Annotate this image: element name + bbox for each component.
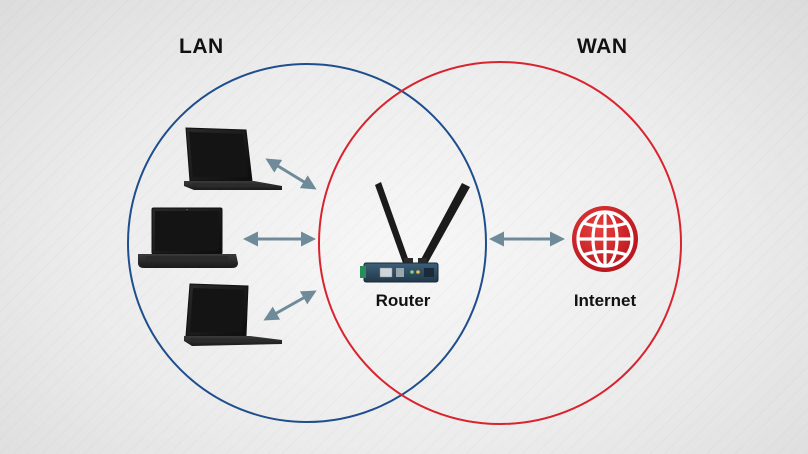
internet-label: Internet — [573, 291, 637, 310]
laptop-icon — [184, 127, 282, 190]
globe-icon — [572, 206, 638, 272]
wan-label: WAN — [577, 35, 628, 58]
router-icon — [360, 182, 470, 283]
router-label: Router — [375, 291, 431, 310]
laptop-icon — [138, 207, 238, 268]
wan-zone-circle — [318, 61, 682, 425]
laptop-icon — [184, 283, 282, 346]
connector-arrow — [265, 158, 317, 190]
lan-label: LAN — [179, 35, 224, 58]
connector-arrow — [263, 290, 317, 321]
lan-zone-circle — [127, 63, 487, 423]
